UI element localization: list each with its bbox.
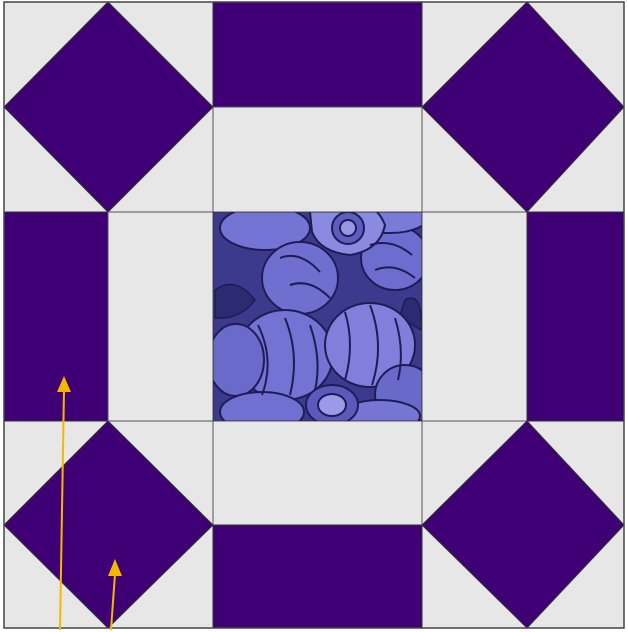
- side-unit-right: [422, 212, 624, 421]
- corner-unit-top-right: [422, 2, 624, 212]
- corner-unit-top-left: [4, 2, 213, 212]
- side-unit-bottom: [213, 421, 422, 628]
- center-floral-square: [208, 197, 435, 432]
- corner-unit-bottom-left: [4, 421, 213, 628]
- side-unit-left: [4, 212, 213, 421]
- corner-unit-bottom-right: [422, 421, 624, 628]
- side-unit-top: [213, 2, 422, 212]
